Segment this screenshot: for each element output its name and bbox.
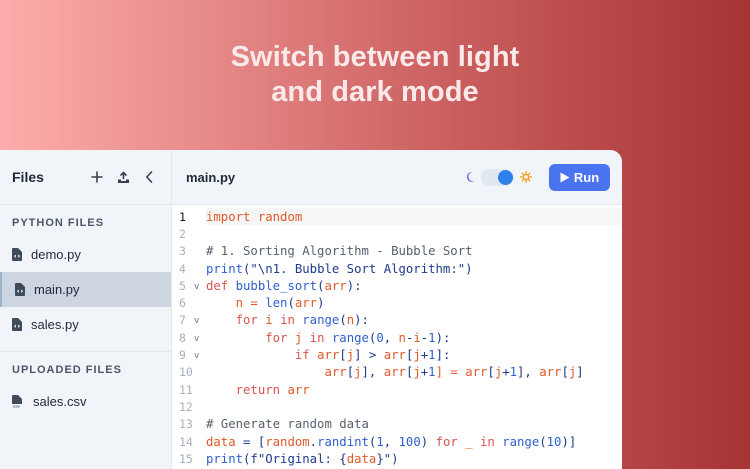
upload-button[interactable] [115, 168, 131, 186]
line-number: 14 [179, 434, 193, 449]
file-name: demo.py [31, 247, 81, 262]
upload-icon [117, 171, 129, 183]
svg-text:csv: csv [13, 404, 20, 408]
file-name: main.py [34, 282, 80, 297]
code-line: 6 n = len(arr) [172, 294, 622, 311]
line-number: 13 [179, 417, 193, 432]
fold-chevron-icon[interactable]: v [194, 351, 200, 362]
line-number: 2 [179, 226, 186, 241]
sidebar-title: Files [12, 169, 44, 185]
code-line: 10 arr[j], arr[j+1] = arr[j+1], arr[j] [172, 364, 622, 381]
line-number: 12 [179, 399, 193, 414]
line-content: # 1. Sorting Algorithm - Bubble Sort [206, 244, 473, 259]
line-content: arr[j], arr[j+1] = arr[j+1], arr[j] [324, 365, 584, 380]
fold-chevron-icon[interactable]: v [194, 281, 200, 292]
csv-file-icon: csv [12, 395, 22, 408]
line-number: 11 [179, 382, 193, 397]
code-line: 12 [172, 398, 622, 415]
hero-line-1: Switch between light [230, 41, 520, 73]
code-line: 14 data = [random.randint(1, 100) for _ … [172, 433, 622, 450]
active-file-title: main.py [186, 169, 236, 185]
line-number: 10 [179, 365, 193, 380]
fold-chevron-icon[interactable]: v [194, 333, 200, 344]
line-number: 6 [179, 296, 186, 311]
chevron-left-icon [146, 171, 153, 183]
new-file-button[interactable] [89, 168, 105, 186]
code-file-icon [12, 318, 22, 331]
sidebar-header: Files [0, 150, 171, 205]
file-item-main-py[interactable]: main.py [0, 272, 171, 307]
code-line: 13 # Generate random data [172, 416, 622, 433]
theme-switcher [465, 168, 532, 186]
sun-icon [520, 171, 532, 183]
code-editor[interactable]: 1 import random 2 3 # 1. Sorting Algorit… [172, 205, 622, 469]
hero-line-2: and dark mode [271, 76, 479, 108]
line-content: def bubble_sort(arr): [206, 278, 362, 293]
section-label-uploaded-files: UPLOADED FILES [12, 364, 122, 376]
editor-header: main.py Run [172, 150, 622, 205]
fold-chevron-icon[interactable]: v [194, 316, 200, 327]
line-content: # Generate random data [206, 417, 369, 432]
line-content: for j in range(0, n-i-1): [265, 330, 451, 345]
hero-heading: Switch between light and dark mode [0, 40, 750, 110]
file-item-sales-csv[interactable]: csv sales.csv [0, 384, 171, 419]
code-editor-window: Files PYTHON FILES demo.py main.py [0, 150, 622, 469]
line-number: 3 [179, 244, 186, 259]
section-divider [0, 351, 171, 352]
run-button[interactable]: Run [549, 163, 610, 191]
moon-icon [466, 171, 475, 182]
line-number: 15 [179, 451, 193, 466]
play-icon [560, 172, 570, 182]
line-content: print("\n1. Bubble Sort Algorithm:") [206, 261, 473, 276]
sidebar-actions [89, 168, 157, 186]
toggle-knob [498, 169, 513, 185]
plus-icon [91, 171, 103, 183]
section-label-python-files: PYTHON FILES [12, 217, 105, 229]
line-content: return arr [235, 382, 310, 397]
line-content: if arr[j] > arr[j+1]: [294, 348, 451, 363]
line-content [206, 225, 622, 242]
file-item-demo-py[interactable]: demo.py [0, 237, 171, 272]
line-content: import random [206, 208, 622, 226]
line-number: 1 [179, 209, 186, 224]
collapse-sidebar-button[interactable] [141, 168, 157, 186]
theme-toggle[interactable] [481, 168, 514, 186]
code-line: 3 # 1. Sorting Algorithm - Bubble Sort [172, 243, 622, 260]
code-file-icon [15, 283, 25, 296]
code-file-icon [12, 248, 22, 261]
editor-panel: main.py Run 1 import random 2 [172, 150, 622, 469]
line-content: print(f"Original: {data}") [206, 451, 399, 466]
file-sidebar: Files PYTHON FILES demo.py main.py [0, 150, 172, 469]
line-content: for i in range(n): [235, 313, 369, 328]
file-item-sales-py[interactable]: sales.py [0, 307, 171, 342]
file-name: sales.py [31, 317, 79, 332]
line-content: data = [random.randint(1, 100) for _ in … [206, 434, 577, 449]
code-line: 2 [172, 225, 622, 242]
file-name: sales.csv [33, 394, 87, 409]
code-line: 15 print(f"Original: {data}") [172, 450, 622, 467]
line-content: n = len(arr) [235, 296, 325, 311]
line-content [206, 398, 622, 415]
run-label: Run [573, 169, 600, 185]
code-line: 4 print("\n1. Bubble Sort Algorithm:") [172, 260, 622, 277]
code-line: 11 return arr [172, 381, 622, 398]
line-number: 4 [179, 261, 186, 276]
code-line: 1 import random [172, 208, 622, 226]
